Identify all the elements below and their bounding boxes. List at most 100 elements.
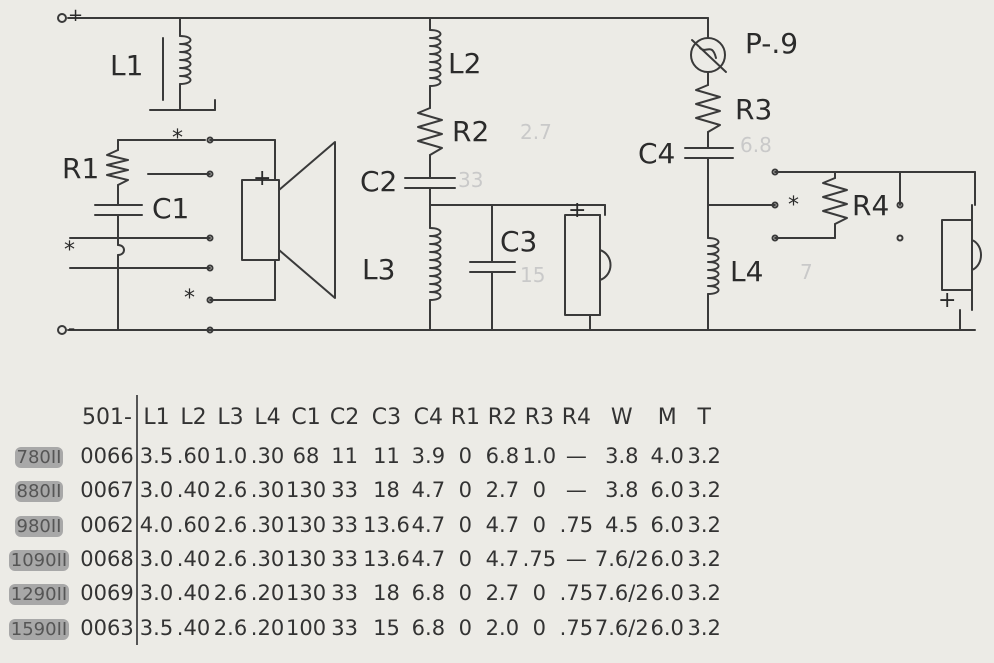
column-header: R2: [487, 404, 517, 430]
label-c1: C1: [152, 192, 190, 225]
faint-note-r2: 2.7: [520, 120, 552, 144]
faint-note-c2: 33: [458, 168, 484, 192]
table-cell: 130: [286, 512, 327, 537]
label-l1: L1: [110, 49, 144, 82]
part-number: 0069: [78, 576, 138, 611]
table-cell: 130: [286, 547, 327, 572]
table-cell: 6.0: [650, 581, 684, 606]
model-number: 1290II: [8, 584, 70, 606]
part-number: 0063: [78, 610, 138, 645]
table-cell: 3.2: [687, 615, 721, 640]
table-cell: 3.0: [139, 547, 174, 572]
model-number: 880II: [14, 481, 64, 503]
table-cell: —: [565, 547, 587, 572]
model-number: 780II: [14, 447, 64, 469]
table-cell: 6.0: [650, 615, 684, 640]
resistor-r2: [417, 107, 443, 179]
resistor-r3: [695, 71, 721, 149]
column-header: R3: [524, 404, 554, 430]
table-cell: 33: [331, 512, 358, 537]
table-cell: 130: [286, 478, 327, 503]
table-cell: 7.6/2: [594, 547, 649, 572]
part-number: 0062: [78, 507, 138, 542]
table-cell: 0: [458, 615, 473, 640]
table-cell: 2.6: [213, 512, 248, 537]
inductor-l2: [429, 17, 442, 109]
table-cell: 0: [458, 581, 473, 606]
table-cell: —: [565, 444, 587, 469]
table-cell: .75: [559, 615, 594, 640]
table-cell: 13.6: [363, 512, 410, 537]
negative-terminal-label: -: [68, 316, 76, 340]
capacitor-c1: [94, 204, 143, 331]
positive-terminal-label: +: [68, 5, 84, 26]
table-cell: .30: [250, 512, 285, 537]
table-cell: .30: [250, 444, 285, 469]
tweeter-plus-mark: +: [938, 288, 957, 313]
star-mark: *: [172, 126, 183, 151]
table-cell: 0: [532, 615, 547, 640]
table-cell: .75: [559, 512, 594, 537]
label-l4: L4: [730, 255, 764, 288]
column-header: R1: [450, 404, 480, 430]
table-cell: 3.2: [687, 547, 721, 572]
table-cell: 4.7: [485, 512, 520, 537]
column-header: L1: [143, 404, 170, 430]
component-values-table: 501- L1 L2 L3 L4 C1 C2 C3 C4 R1 R2 R3 R4…: [0, 395, 994, 645]
column-header: C1: [291, 404, 321, 430]
table-cell: .75: [559, 581, 594, 606]
inductor-l4: [707, 237, 720, 331]
label-l2: L2: [448, 47, 482, 80]
table-cell: .40: [176, 581, 211, 606]
column-header: T: [697, 404, 711, 430]
inductor-l3: [429, 227, 442, 331]
table-cell: .75: [522, 547, 557, 572]
table-cell: 18: [373, 581, 400, 606]
label-p9: P-.9: [745, 27, 799, 60]
positive-terminal: [57, 13, 67, 23]
table-cell: 3.9: [411, 444, 446, 469]
star-mark: *: [184, 286, 195, 311]
column-header: L2: [180, 404, 207, 430]
midrange-driver: [564, 214, 612, 331]
label-c4: C4: [638, 137, 676, 170]
star-mark: *: [788, 193, 799, 218]
resistor-r4: [822, 171, 848, 239]
table-cell: 3.2: [687, 512, 721, 537]
column-header: L4: [254, 404, 281, 430]
table-cell: 15: [373, 615, 400, 640]
table-cell: 6.8: [411, 581, 446, 606]
table-cell: .20: [250, 615, 285, 640]
table-cell: 33: [331, 581, 358, 606]
table-cell: 6.8: [485, 444, 520, 469]
table-cell: 4.7: [411, 512, 446, 537]
table-cell: 0: [458, 512, 473, 537]
faint-note-c3: 15: [520, 263, 546, 287]
part-number: 0068: [78, 541, 138, 577]
column-header: W: [610, 404, 633, 430]
inductor-l1: [149, 17, 216, 111]
label-c3: C3: [500, 225, 538, 258]
tweeter-driver: [941, 171, 982, 331]
woofer-speaker: [241, 141, 336, 299]
table-cell: 11: [373, 444, 400, 469]
table-cell: 0: [458, 444, 473, 469]
table-cell: 2.7: [485, 478, 520, 503]
faint-note-r3: 6.8: [740, 133, 772, 157]
table-cell: .30: [250, 478, 285, 503]
resistor-r1: [106, 139, 206, 206]
table-header-row: 501- L1 L2 L3 L4 C1 C2 C3 C4 R1 R2 R3 R4…: [0, 395, 723, 439]
table-cell: 3.2: [687, 478, 721, 503]
table-cell: 4.0: [139, 512, 174, 537]
table-cell: 0: [458, 478, 473, 503]
table-cell: 11: [331, 444, 358, 469]
table-cell: 2.6: [213, 581, 248, 606]
table-cell: 33: [331, 547, 358, 572]
table-cell: 0: [532, 478, 547, 503]
label-r1: R1: [62, 152, 100, 185]
table-cell: 3.8: [605, 444, 639, 469]
